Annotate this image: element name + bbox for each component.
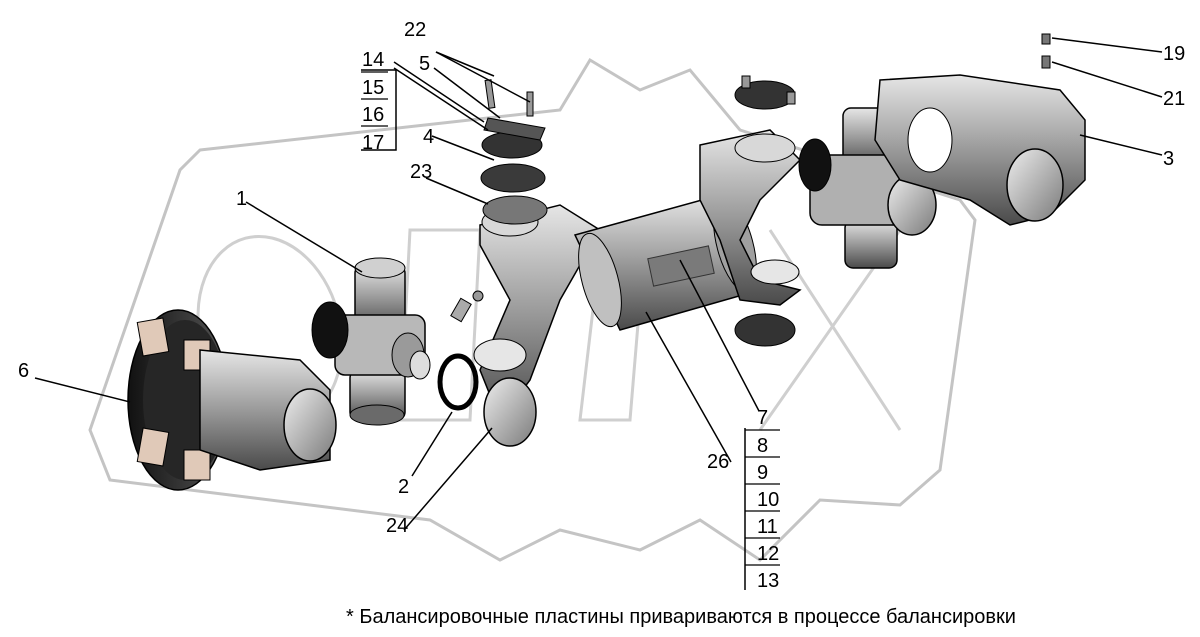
callout-labels: 1 2 3 4 5 6 7 8 9 10 11 12 13 14 15 16 1… — [18, 19, 1185, 592]
callout-4: 4 — [423, 126, 434, 148]
callout-1: 1 — [236, 188, 247, 210]
callout-9: 9 — [757, 462, 768, 484]
callout-21: 21 — [1163, 88, 1185, 110]
bearing-cap-parts — [480, 75, 796, 447]
leader-lines — [34, 37, 1163, 590]
callout-19: 19 — [1163, 43, 1185, 65]
callout-16: 16 — [362, 104, 384, 126]
callout-3: 3 — [1163, 148, 1174, 170]
label-separators — [361, 71, 780, 566]
callout-23: 23 — [410, 161, 432, 183]
callout-26: 26 — [707, 451, 729, 473]
flange-yoke-left — [127, 309, 337, 491]
watermark-gear — [88, 57, 977, 562]
callout-5: 5 — [419, 53, 430, 75]
callout-24: 24 — [386, 515, 408, 537]
grease-fitting — [450, 290, 484, 323]
callout-12: 12 — [757, 543, 779, 565]
flange-yoke-right — [874, 33, 1086, 226]
callout-11: 11 — [757, 516, 778, 538]
callout-15: 15 — [362, 77, 384, 99]
snap-ring — [437, 353, 479, 411]
callout-10: 10 — [757, 489, 779, 511]
universal-joint-cross-left — [311, 257, 431, 426]
universal-joint-cross-right — [798, 107, 937, 269]
callout-17: 17 — [362, 132, 384, 154]
callout-6: 6 — [18, 360, 29, 382]
callout-22: 22 — [404, 19, 426, 41]
callout-13: 13 — [757, 570, 779, 592]
callout-7: 7 — [757, 407, 768, 429]
footnote: * Балансировочные пластины привариваются… — [346, 606, 1016, 628]
callout-8: 8 — [757, 435, 768, 457]
callout-14: 14 — [362, 49, 384, 71]
callout-2: 2 — [398, 476, 409, 498]
